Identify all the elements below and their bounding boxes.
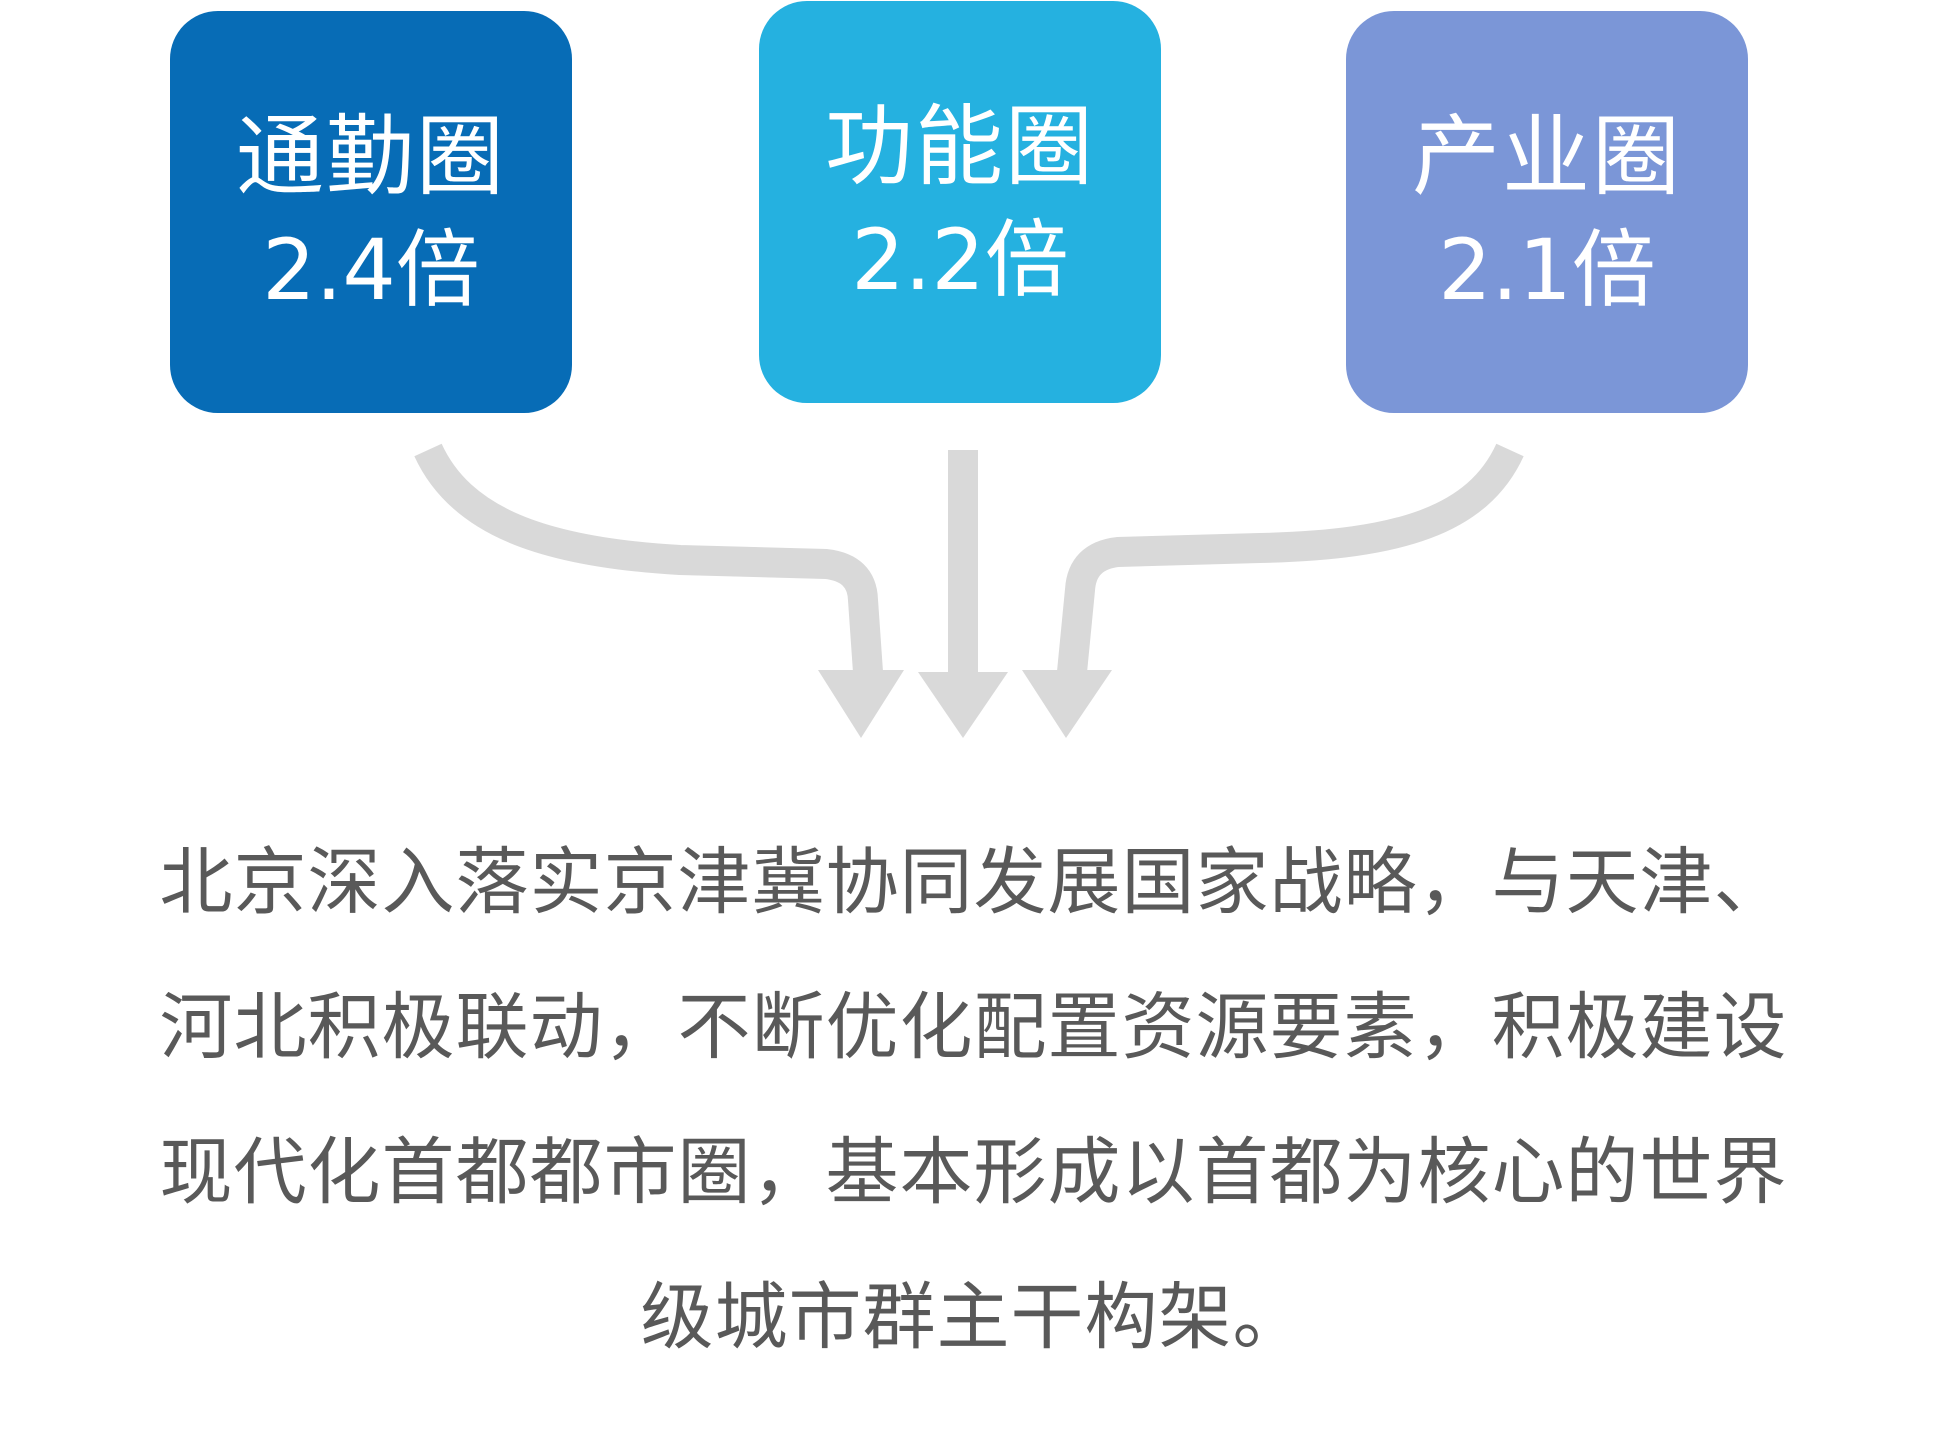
description-line-4: 级城市群主干构架。: [640, 1275, 1307, 1360]
industry-circle-label: 产业圈: [1411, 104, 1682, 208]
commute-circle-value: 2.4倍: [262, 220, 480, 319]
description-line-3: 现代化首都都市圈，基本形成以首都为核心的世界: [159, 1130, 1788, 1215]
center-straight-arrow: [918, 450, 1008, 738]
industry-circle-value: 2.1倍: [1438, 220, 1656, 319]
description-text: 北京深入落实京津冀协同发展国家战略，与天津、 河北积极联动，不断优化配置资源要素…: [50, 810, 1897, 1390]
function-circle-box: 功能圈 2.2倍: [759, 1, 1161, 403]
industry-circle-box: 产业圈 2.1倍: [1346, 11, 1748, 413]
function-circle-label: 功能圈: [824, 94, 1095, 198]
left-curved-arrow: [414, 443, 904, 738]
description-line-2: 河北积极联动，不断优化配置资源要素，积极建设: [159, 985, 1788, 1070]
description-line-1: 北京深入落实京津冀协同发展国家战略，与天津、: [159, 840, 1788, 925]
commute-circle-label: 通勤圈: [235, 104, 506, 208]
function-circle-value: 2.2倍: [851, 210, 1069, 309]
converging-arrows: [414, 443, 1524, 738]
right-curved-arrow: [1022, 443, 1524, 738]
commute-circle-box: 通勤圈 2.4倍: [170, 11, 572, 413]
